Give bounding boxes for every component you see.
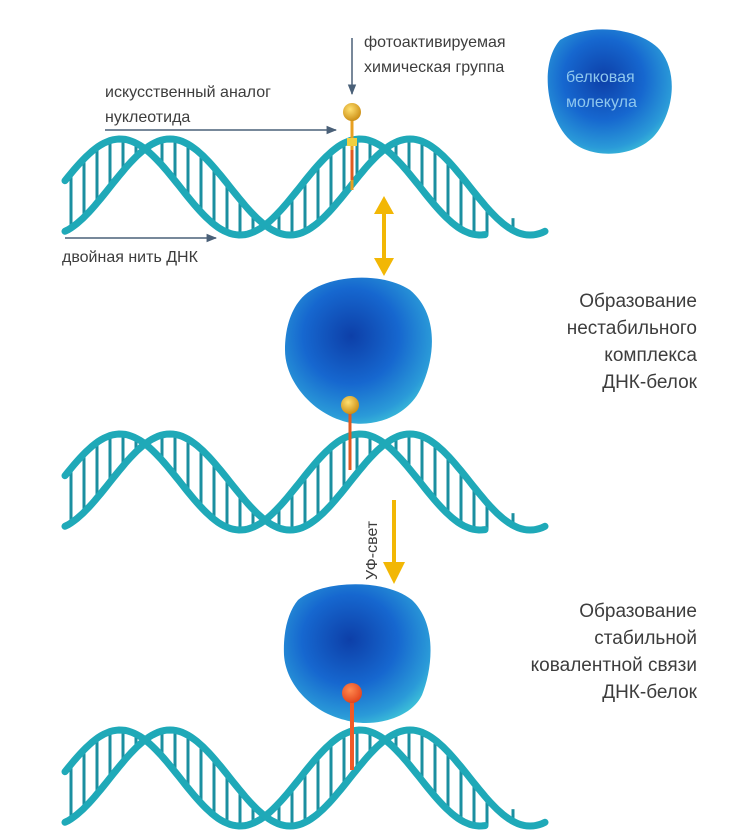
dna-strand-a [61, 726, 489, 830]
label-line: ДНК-белок [602, 682, 697, 703]
dna-label: двойная нить ДНК [62, 249, 198, 266]
nucleotide-analog-probe-2 [341, 396, 359, 470]
label-line: искусственный аналог [105, 84, 271, 101]
label-line: ДНК-белок [602, 372, 697, 393]
protein-molecule-unstable-complex [285, 277, 432, 424]
protein-molecule-free [547, 29, 672, 154]
label-line: белковая [566, 69, 635, 86]
dna-strand-b [61, 135, 549, 239]
label-line: нестабильного [566, 318, 697, 339]
uv-light-label: УФ-свет [364, 520, 381, 580]
step-unstable-complex-label: Образование нестабильного комплекса ДНК-… [567, 288, 697, 396]
label-line: фотоактивируемая [364, 34, 506, 51]
reversible-binding-arrow-icon [374, 196, 394, 276]
step-stable-bond-label: Образование стабильной ковалентной связи… [531, 598, 697, 706]
dna-double-helix-3 [61, 726, 549, 830]
crosslinked-probe-3 [342, 683, 362, 770]
protein-molecule-label: белковая молекула [566, 65, 637, 115]
nucleotide-analog-probe-1 [343, 103, 361, 190]
dna-helices [61, 135, 549, 830]
dna-double-helix-2 [61, 430, 549, 534]
label-line: нуклеотида [105, 109, 191, 126]
label-line: Образование [579, 291, 697, 312]
label-line: химическая группа [364, 59, 505, 76]
dna-strand-a [61, 430, 489, 534]
label-line: комплекса [604, 345, 697, 366]
label-line: стабильной [594, 628, 697, 649]
uv-light-arrow-icon [383, 500, 405, 584]
label-line: ковалентной связи [530, 655, 697, 676]
label-line: Образование [579, 601, 697, 622]
protein-molecule-stable-complex [283, 584, 431, 723]
dna-strand-b [61, 430, 549, 534]
photo-group-label: фотоактивируемая химическая группа [364, 30, 506, 80]
label-line: молекула [566, 94, 637, 111]
dna-strand-a [61, 135, 489, 239]
dna-double-helix-1 [61, 135, 549, 239]
dna-strand-b [61, 726, 549, 830]
nucleotide-analog-label: искусственный аналог нуклеотида [105, 80, 271, 130]
